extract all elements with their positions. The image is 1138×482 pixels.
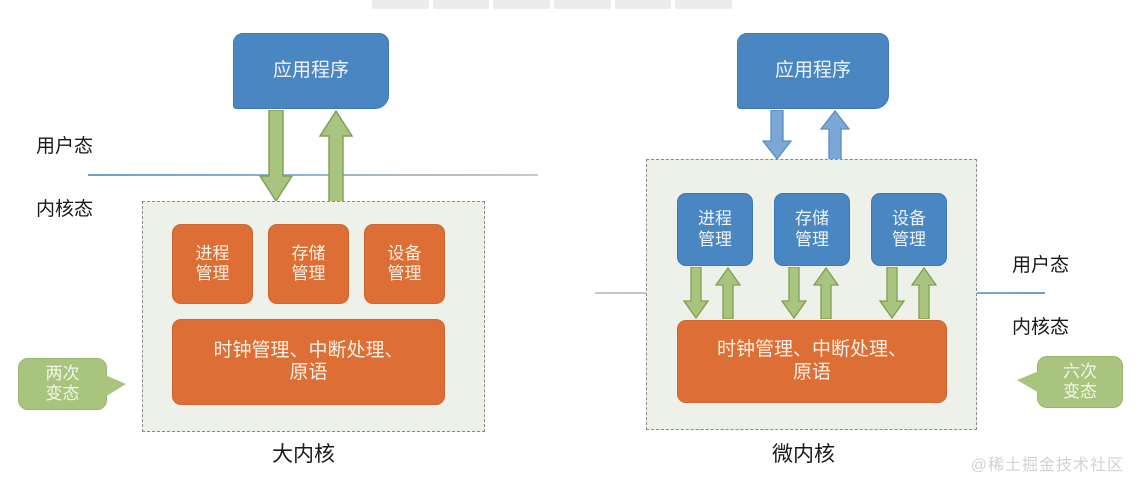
left-service-process-line2: 管理 bbox=[195, 264, 230, 283]
left-application-label: 应用程序 bbox=[272, 59, 349, 81]
left-callout-tail bbox=[105, 375, 126, 397]
right-service-box-process[interactable]: 进程 管理 bbox=[677, 193, 753, 266]
right-user-mode-label: 用户态 bbox=[1012, 255, 1070, 276]
left-up-arrow bbox=[319, 110, 353, 202]
left-callout-line1: 两次 bbox=[45, 363, 80, 383]
right-service-device-line1: 设备 bbox=[892, 209, 926, 229]
top-tab-item bbox=[554, 0, 611, 9]
left-service-box-device[interactable]: 设备 管理 bbox=[364, 224, 445, 304]
right-callout-tail bbox=[1017, 371, 1039, 393]
left-down-arrow bbox=[259, 110, 293, 202]
left-kernel-mode-label: 内核态 bbox=[36, 199, 94, 220]
right-callout-line1: 六次 bbox=[1063, 361, 1097, 381]
left-callout-line2: 变态 bbox=[45, 384, 80, 403]
right-caption: 微内核 bbox=[772, 442, 835, 466]
right-down-arrow-process bbox=[683, 267, 709, 319]
right-app-up-arrow bbox=[820, 110, 850, 160]
top-tab-item bbox=[432, 0, 490, 9]
left-service-device-line1: 设备 bbox=[387, 243, 422, 263]
right-service-process-line1: 进程 bbox=[698, 209, 732, 229]
right-app-down-arrow bbox=[762, 110, 792, 160]
right-callout-line2: 变态 bbox=[1063, 382, 1097, 401]
right-service-box-device[interactable]: 设备 管理 bbox=[871, 193, 947, 266]
left-application-box[interactable]: 应用程序 bbox=[233, 33, 389, 109]
left-core-box[interactable]: 时钟管理、中断处理、 原语 bbox=[172, 319, 445, 405]
right-up-arrow-storage bbox=[813, 267, 839, 319]
left-core-line1: 时钟管理、中断处理、 bbox=[213, 339, 404, 361]
right-service-storage-line2: 管理 bbox=[795, 229, 829, 249]
top-tab-item bbox=[614, 0, 672, 9]
right-core-line1: 时钟管理、中断处理、 bbox=[716, 339, 907, 361]
right-service-device-line2: 管理 bbox=[892, 229, 926, 249]
left-user-mode-label: 用户态 bbox=[36, 136, 94, 157]
left-service-storage-line2: 管理 bbox=[291, 264, 326, 283]
right-kernel-mode-label: 内核态 bbox=[1012, 317, 1070, 338]
right-core-box[interactable]: 时钟管理、中断处理、 原语 bbox=[677, 320, 947, 403]
right-application-box[interactable]: 应用程序 bbox=[737, 33, 889, 109]
left-core-line2: 原语 bbox=[289, 362, 328, 383]
left-service-box-process[interactable]: 进程 管理 bbox=[172, 224, 253, 304]
left-caption: 大内核 bbox=[272, 442, 335, 466]
right-up-arrow-process bbox=[715, 267, 741, 319]
left-service-box-storage[interactable]: 存储 管理 bbox=[268, 224, 349, 304]
left-service-storage-line1: 存储 bbox=[291, 243, 326, 263]
top-tab-item bbox=[372, 0, 429, 9]
top-tab-item bbox=[675, 0, 733, 9]
right-application-label: 应用程序 bbox=[774, 59, 851, 81]
right-up-arrow-device bbox=[911, 267, 937, 319]
right-callout-six-switches: 六次 变态 bbox=[1017, 356, 1123, 408]
left-service-process-line1: 进程 bbox=[195, 243, 230, 263]
left-callout-two-switches: 两次 变态 bbox=[18, 358, 126, 410]
right-service-process-line2: 管理 bbox=[698, 229, 732, 249]
right-service-storage-line1: 存储 bbox=[795, 209, 829, 229]
right-down-arrow-device bbox=[879, 267, 905, 319]
right-down-arrow-storage bbox=[781, 267, 807, 319]
left-mode-boundary-line bbox=[88, 174, 538, 176]
watermark: @稀土掘金技术社区 bbox=[970, 457, 1124, 474]
top-tab-item bbox=[493, 0, 551, 9]
top-tab-strip bbox=[372, 0, 733, 9]
left-service-device-line2: 管理 bbox=[387, 264, 422, 283]
right-service-box-storage[interactable]: 存储 管理 bbox=[774, 193, 850, 266]
right-core-line2: 原语 bbox=[792, 361, 831, 383]
